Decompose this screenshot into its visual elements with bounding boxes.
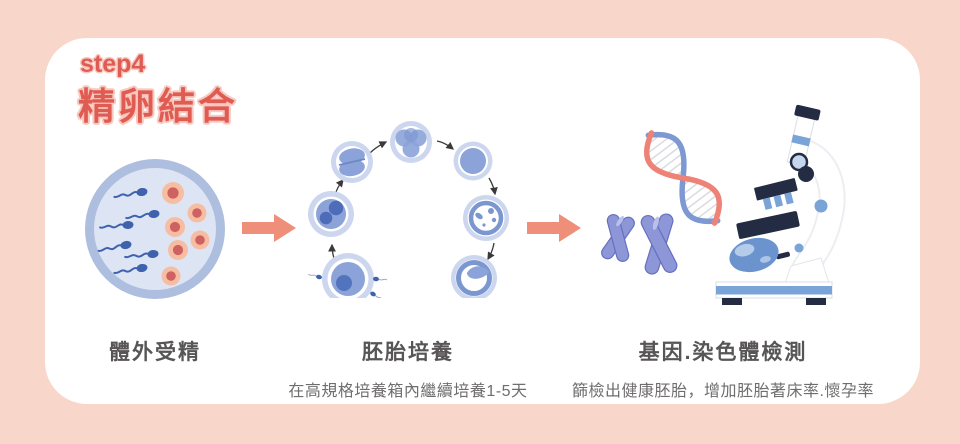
microscope-icon <box>715 104 846 305</box>
two-cell-stage-icon <box>331 141 373 183</box>
fertilization-stage-icon <box>307 253 388 298</box>
egg-icons <box>161 182 210 286</box>
petri-dish-illustration <box>85 159 225 299</box>
genetic-testing-illustration <box>601 104 846 305</box>
step-caption-genetic-testing: 基因.染色體檢測 篩檢出健康胚胎，增加胚胎著床率.懷孕率 <box>550 336 896 401</box>
flow-arrow-icon <box>242 214 296 242</box>
specimen-dish-icon <box>729 237 790 273</box>
step-number-label: step4 <box>80 50 146 78</box>
embryo-cycle-illustration <box>307 121 509 298</box>
zygote-stage-icon <box>308 191 354 237</box>
morula-stage-icon <box>453 141 493 181</box>
dna-helix-icon <box>644 130 722 226</box>
page-title: 精卵結合 <box>78 86 238 127</box>
petri-dish-icon <box>85 159 225 299</box>
flow-arrow-icon <box>527 214 581 242</box>
step-label: 胚胎培養 <box>362 341 454 364</box>
blastocyst-stage-icon <box>463 195 509 241</box>
chromosome-icon <box>640 213 678 275</box>
chromosome-icon <box>601 214 635 262</box>
sperm-icons <box>97 187 160 275</box>
step-caption-culture: 胚胎培養 在高規格培養箱內繼續培養1-5天 <box>258 336 558 401</box>
step-description: 在高規格培養箱內繼續培養1-5天 <box>288 383 528 400</box>
step-caption-ivf: 體外受精 <box>55 336 255 366</box>
step-label: 基因.染色體檢測 <box>638 341 808 364</box>
step-label: 體外受精 <box>109 341 201 364</box>
hatching-blastocyst-stage-icon <box>451 255 497 298</box>
step-description: 篩檢出健康胚胎，增加胚胎著床率.懷孕率 <box>572 383 874 400</box>
four-cell-stage-icon <box>390 121 432 163</box>
